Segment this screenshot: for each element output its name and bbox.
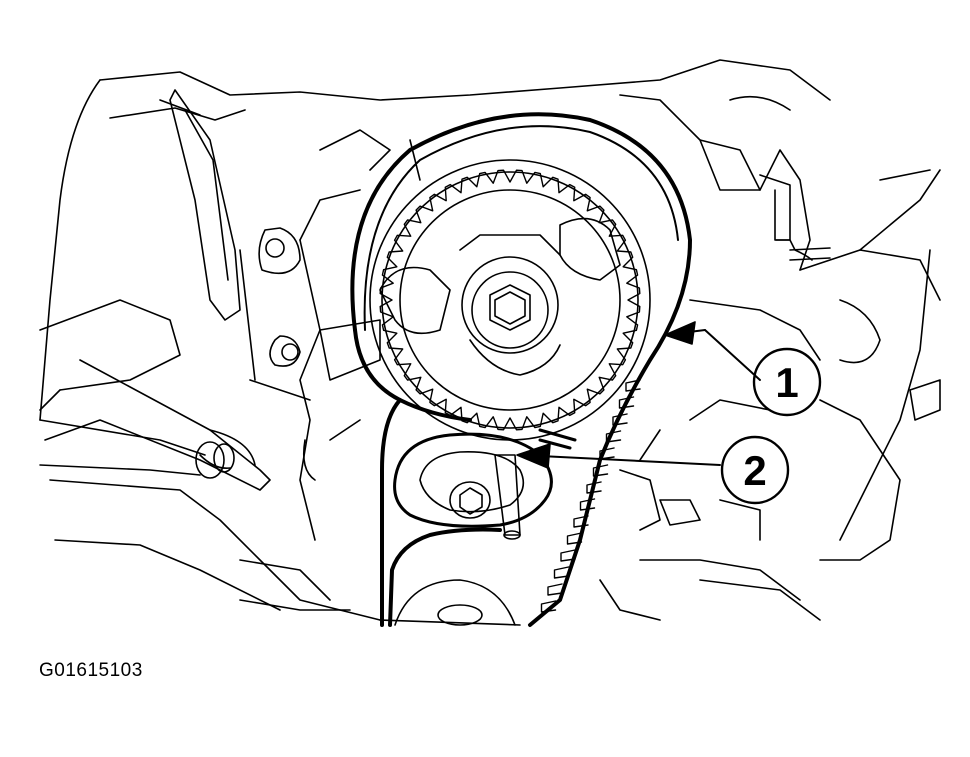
callout-1-leader — [664, 321, 761, 381]
camshaft-sprocket — [369, 159, 651, 441]
figure-id: G01615103 — [39, 660, 143, 681]
tensioner-pin — [494, 454, 521, 540]
pipe-assembly — [39, 419, 235, 479]
tensioner-pulley — [393, 428, 577, 528]
timing-belt — [350, 112, 692, 627]
engine-block-outline — [39, 59, 941, 626]
crankshaft-sprocket — [394, 579, 516, 626]
callout-2-leader — [516, 443, 721, 469]
callout-2-label: 2 — [743, 447, 766, 494]
callout-1-label: 1 — [775, 359, 798, 406]
callout-1-circle — [752, 347, 822, 417]
callout-2-circle — [720, 435, 790, 505]
belt-teeth — [540, 379, 641, 613]
